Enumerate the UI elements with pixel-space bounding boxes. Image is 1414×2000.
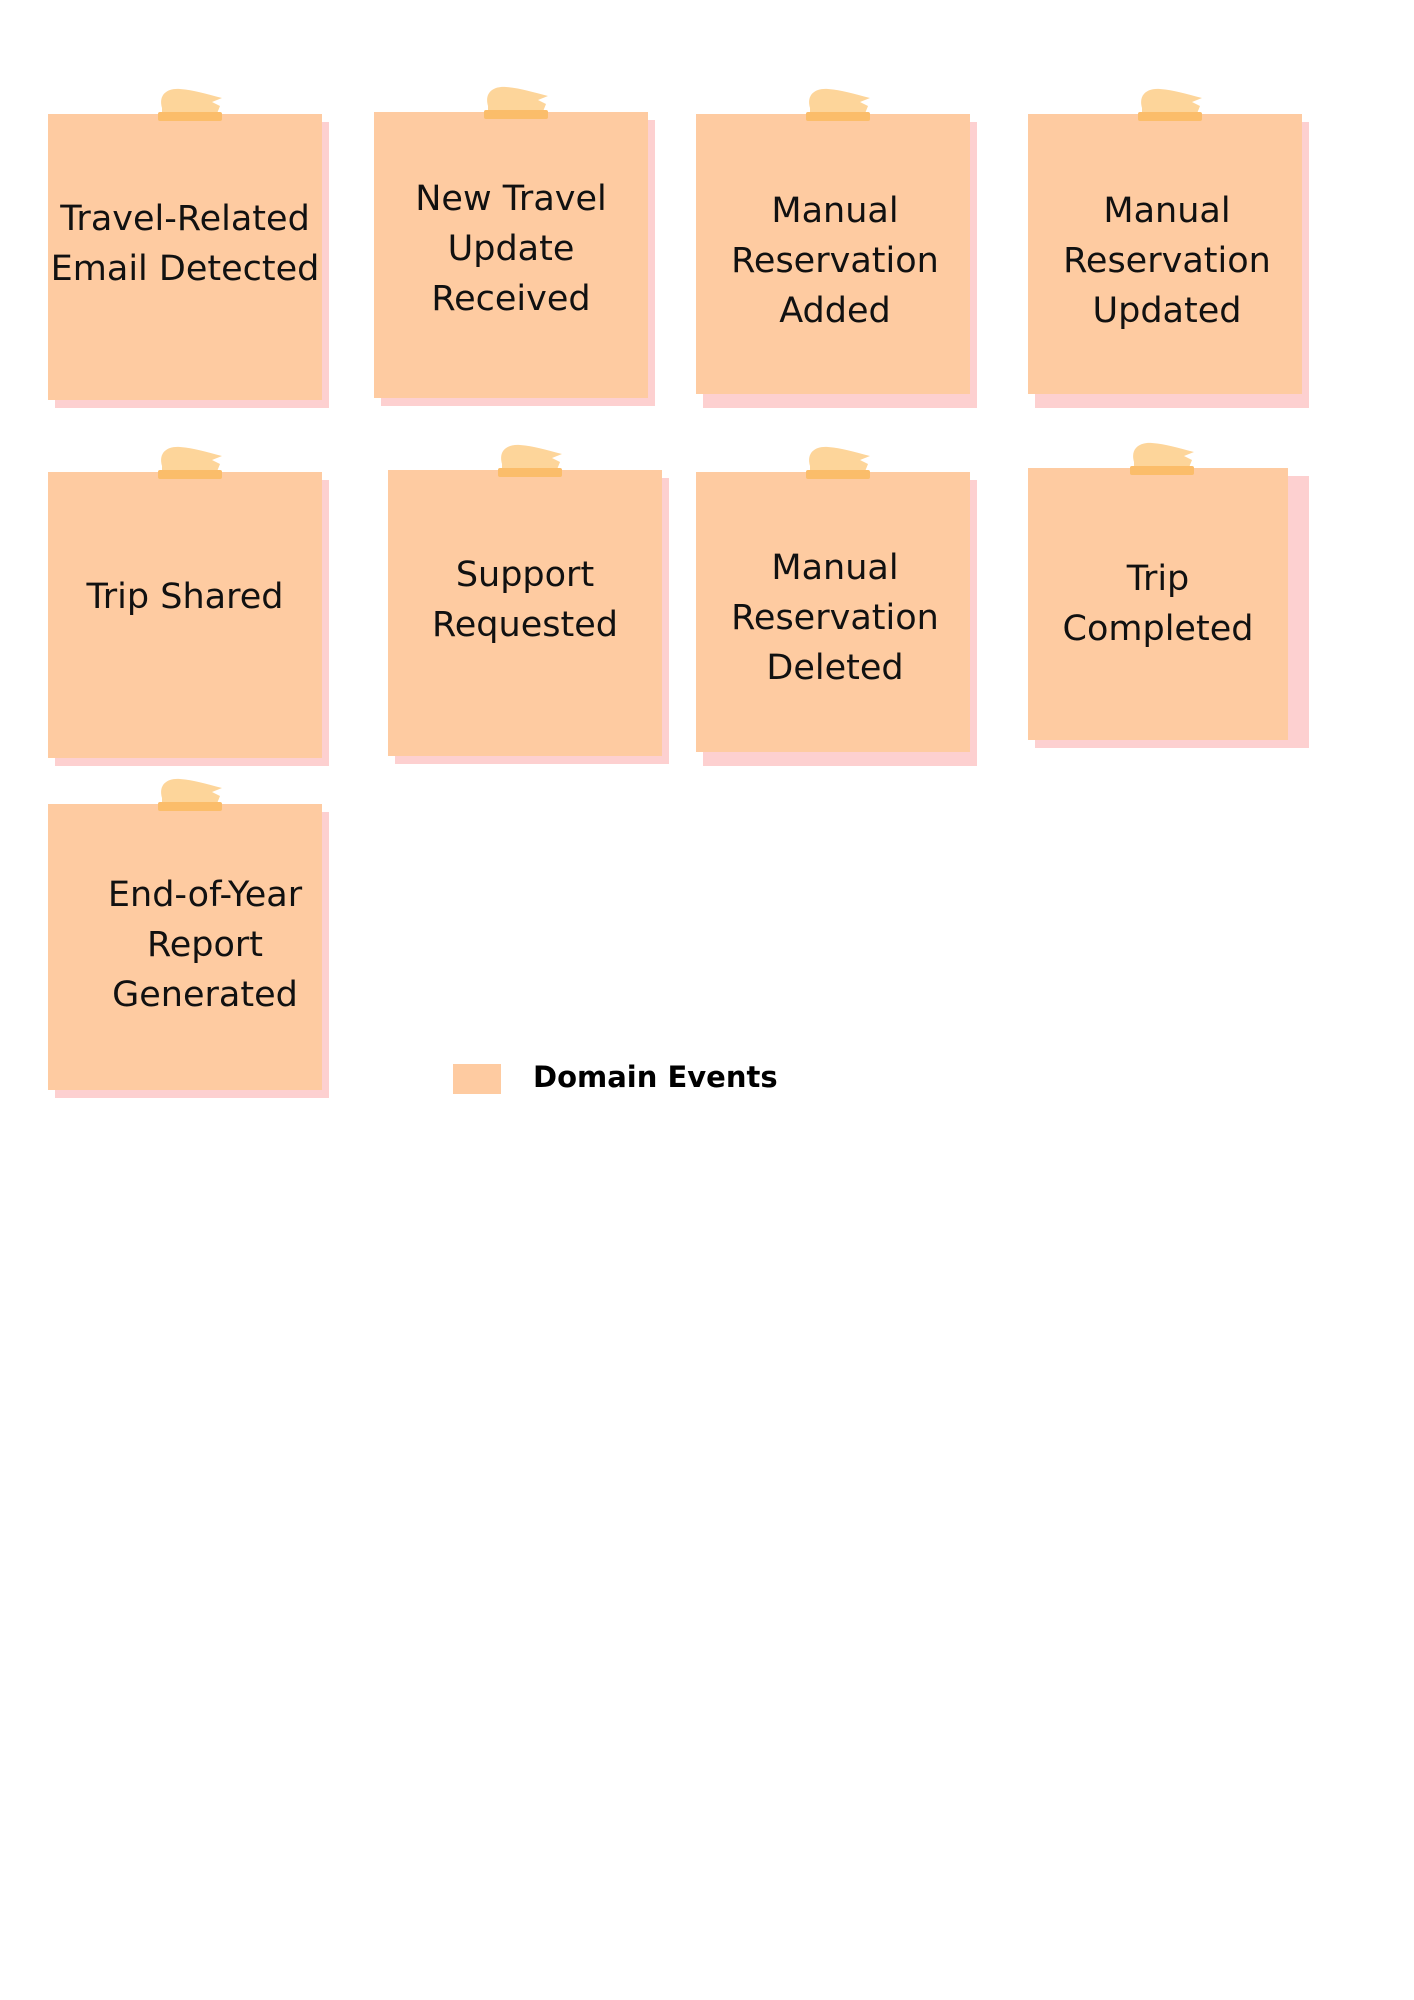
- tape-icon: [158, 446, 222, 479]
- note-label: Manual Reservation Deleted: [731, 548, 939, 688]
- tape-icon: [158, 778, 222, 811]
- note-label: End-of-Year Report Generated: [107, 875, 303, 1015]
- note-label: Trip Shared: [86, 577, 284, 617]
- note-label: Manual Reservation Updated: [1063, 191, 1271, 331]
- sticky-note-manual-reservation-deleted: Manual Reservation Deleted: [696, 446, 977, 766]
- note-label: Manual Reservation Added: [731, 191, 939, 331]
- note-body: [48, 472, 322, 758]
- sticky-note-support-requested: Support Requested: [388, 444, 669, 764]
- note-body: [374, 112, 648, 398]
- tape-icon: [158, 88, 222, 121]
- sticky-note-manual-reservation-added: Manual Reservation Added: [696, 88, 977, 408]
- tape-icon: [1130, 442, 1194, 475]
- sticky-note-trip-completed: Trip Completed: [1028, 442, 1309, 754]
- tape-icon: [1138, 88, 1202, 121]
- sticky-note-new-travel-update-received: New Travel Update Received: [374, 86, 655, 406]
- note-label: Travel-Related Email Detected: [50, 199, 320, 289]
- sticky-note-end-of-year-report-generated: End-of-Year Report Generated: [48, 778, 329, 1098]
- note-body: [1028, 114, 1302, 394]
- legend-label: Domain Events: [533, 1060, 778, 1094]
- sticky-note-trip-shared: Trip Shared: [48, 446, 329, 766]
- tape-icon: [484, 86, 548, 119]
- tape-icon: [806, 446, 870, 479]
- note-label: Support Requested: [432, 555, 618, 645]
- note-body: [48, 114, 322, 400]
- note-body: [696, 114, 970, 394]
- tape-icon: [806, 88, 870, 121]
- note-label: Trip Completed: [1062, 559, 1254, 649]
- sticky-note-manual-reservation-updated: Manual Reservation Updated: [1028, 88, 1309, 408]
- note-body: [48, 804, 322, 1090]
- tape-icon: [498, 444, 562, 477]
- sticky-note-travel-related-email-detected: Travel-Related Email Detected: [48, 88, 329, 408]
- note-label: New Travel Update Received: [415, 179, 607, 319]
- note-body: [1028, 468, 1288, 740]
- note-body: [388, 470, 662, 756]
- legend-swatch: [453, 1064, 501, 1094]
- note-body: [696, 472, 970, 752]
